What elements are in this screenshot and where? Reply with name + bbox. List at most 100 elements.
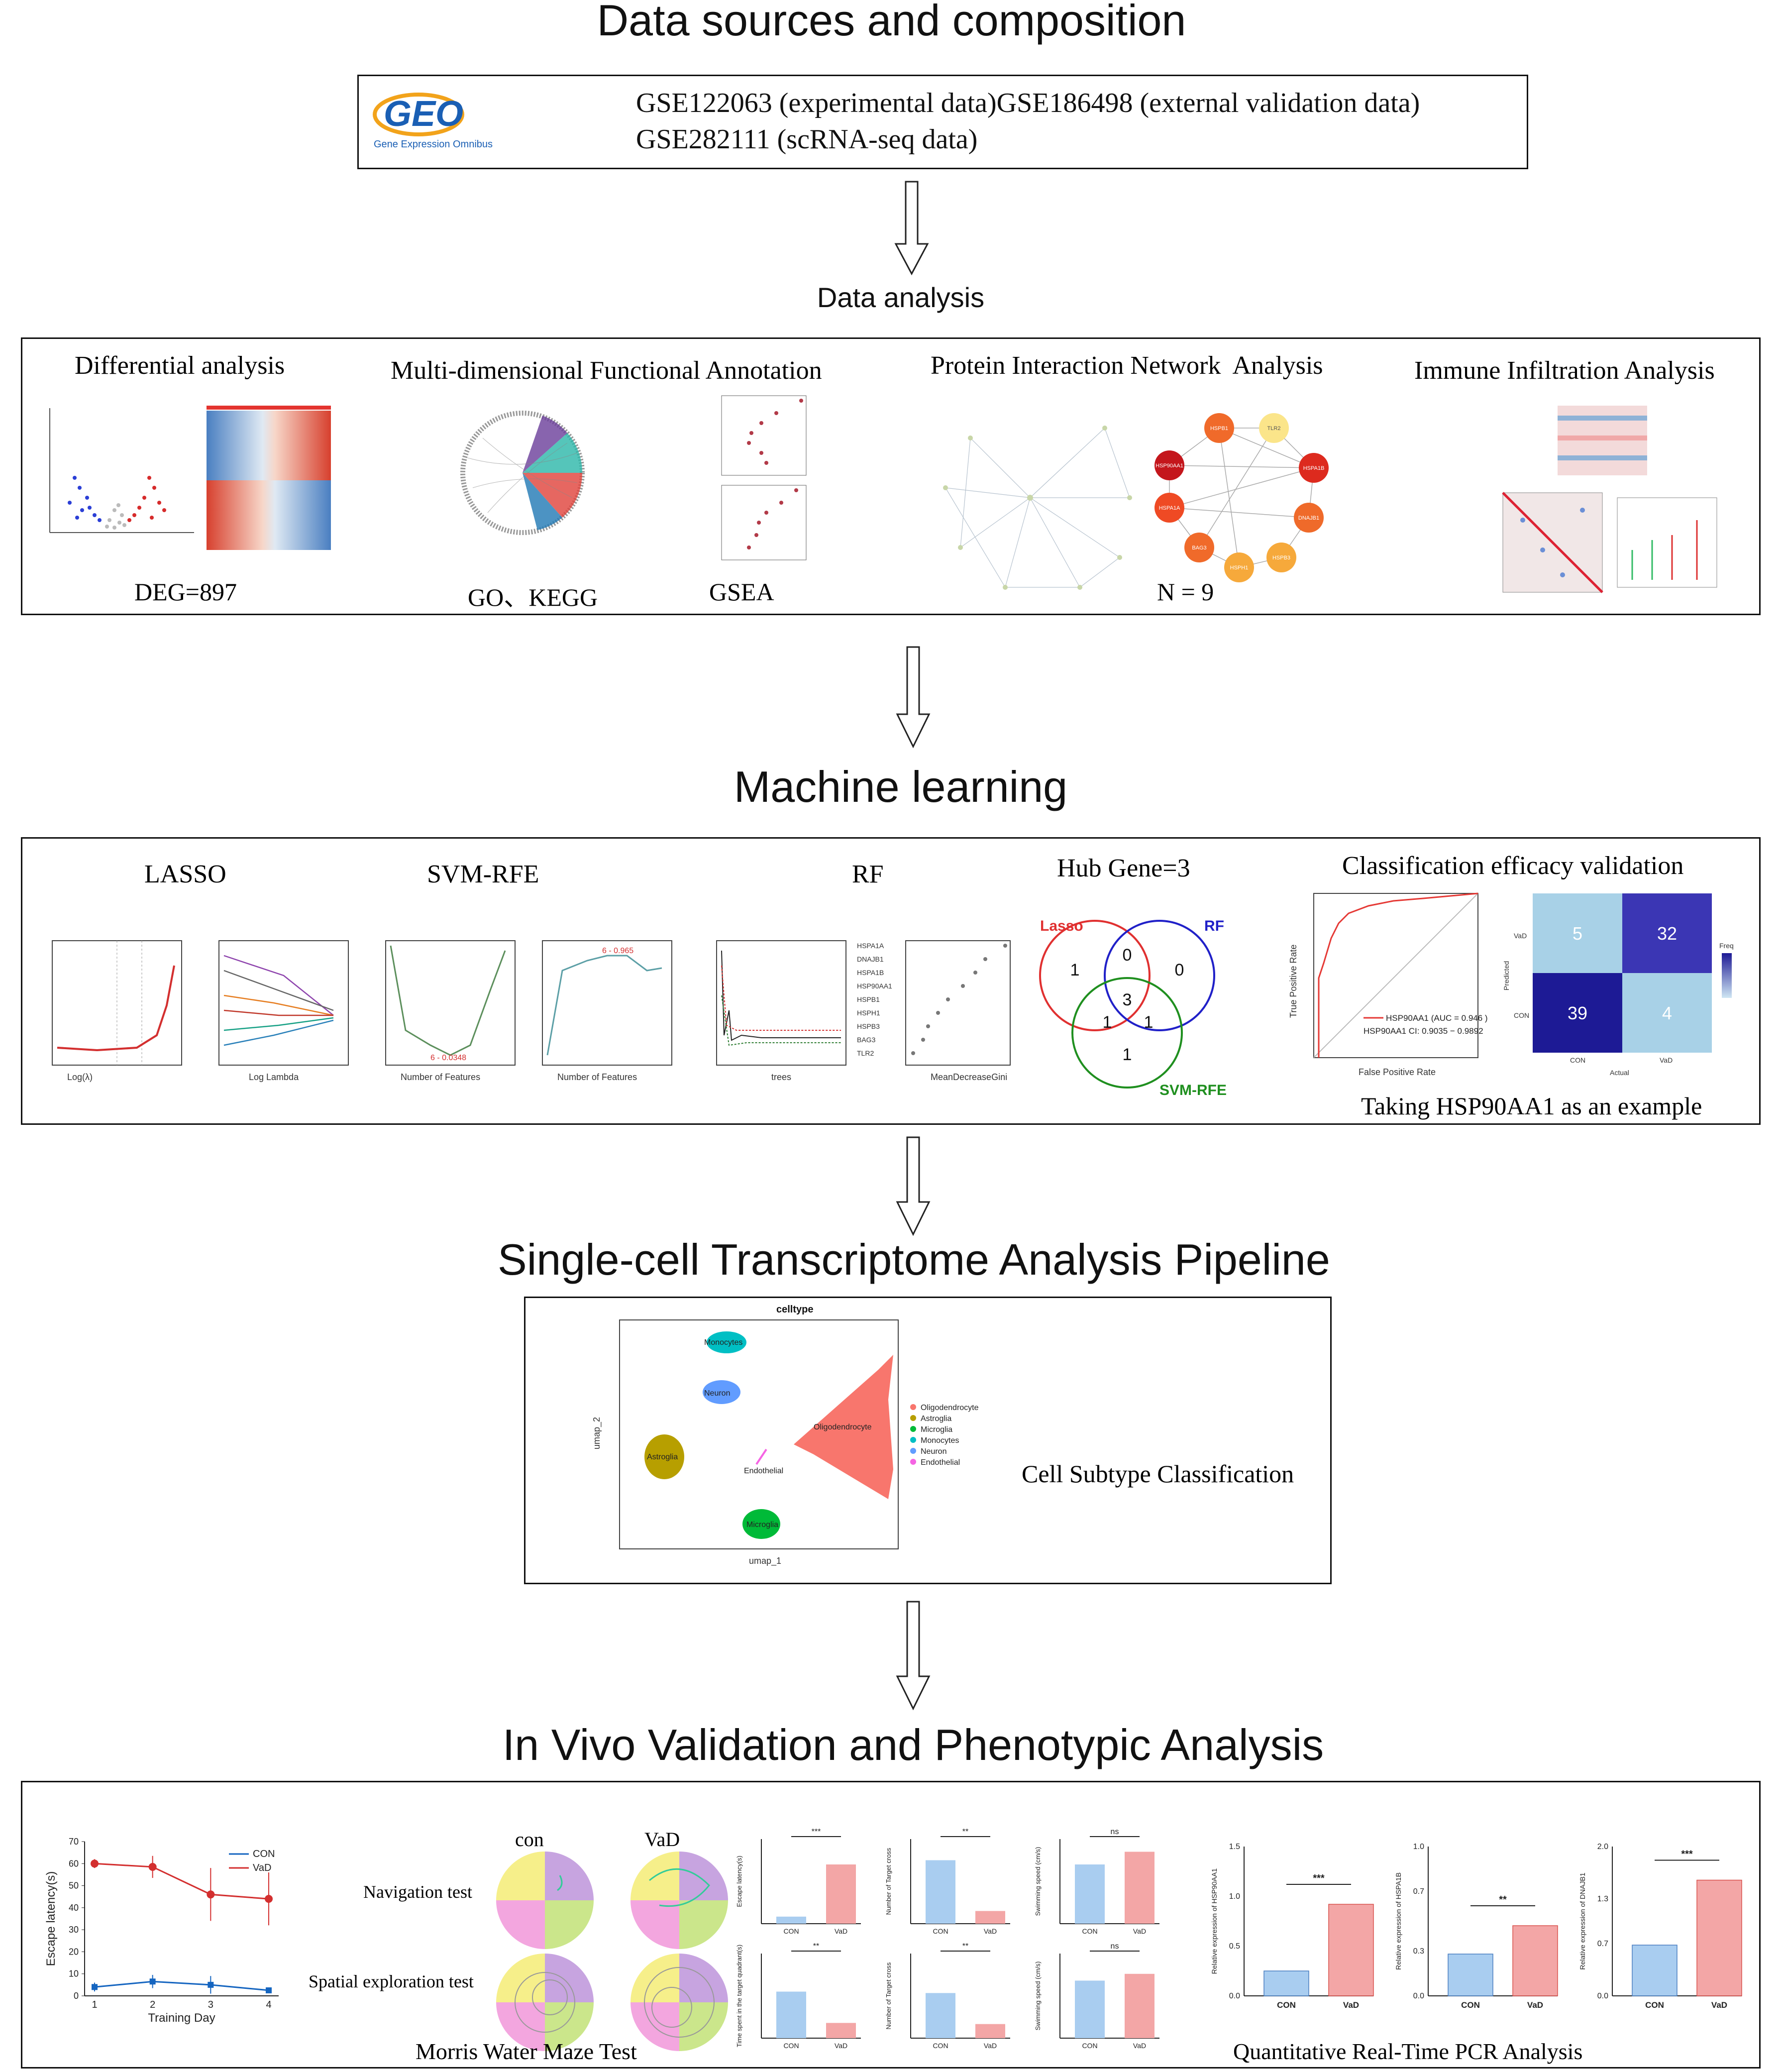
y-tick-label: 0.7 xyxy=(1597,1940,1608,1948)
svg-text:1: 1 xyxy=(1123,1045,1132,1064)
x-tick-label: VaD xyxy=(1527,2000,1543,2010)
svg-text:BAG3: BAG3 xyxy=(857,1036,876,1044)
immune-heatmap xyxy=(1502,406,1717,593)
svm-error-plot: 6 - 0.0348 Number of Features xyxy=(385,940,516,1082)
svg-text:4: 4 xyxy=(1662,1003,1672,1023)
significance-label: ** xyxy=(962,1828,968,1836)
rf-title: RF xyxy=(852,860,884,888)
svg-text:celltype: celltype xyxy=(776,1304,813,1315)
lasso-title: LASSO xyxy=(144,860,226,888)
y-tick-label: 1.5 xyxy=(1229,1843,1240,1851)
x-tick-label: VaD xyxy=(1133,2042,1146,2050)
svg-text:Neuron: Neuron xyxy=(921,1447,946,1456)
hub-network: HSPB1 TLR2 HSPA1B DNAJB1 HSPB3 HSPH1 BAG… xyxy=(1154,413,1329,582)
bar xyxy=(1696,1879,1742,1996)
confusion-matrix: 5 32 39 4 VaD CON CON VaD Actual Predict… xyxy=(1503,893,1734,1077)
svg-text:Endothelial: Endothelial xyxy=(744,1467,783,1475)
bar xyxy=(1512,1925,1558,1996)
svg-text:32: 32 xyxy=(1657,923,1677,944)
bar xyxy=(926,1993,955,2038)
differential-title: Differential analysis xyxy=(75,351,285,380)
svg-text:CON: CON xyxy=(1514,1011,1529,1019)
qpcr-caption: Quantitative Real-Time PCR Analysis xyxy=(1233,2039,1583,2064)
behavior-bars: Escape latency(s) CON VaD *** Number of Targ… xyxy=(735,1828,1159,2050)
svg-text:Microglia: Microglia xyxy=(746,1521,778,1529)
svg-text:1: 1 xyxy=(1103,1013,1112,1032)
svg-text:Predicted: Predicted xyxy=(1503,961,1510,990)
bar xyxy=(975,1911,1005,1924)
svg-text:umap_1: umap_1 xyxy=(749,1556,781,1566)
x-tick-label: CON xyxy=(1277,2000,1296,2010)
geo-logo-graphic: GEO Gene Expression Omnibus xyxy=(373,93,493,150)
y-axis-label: Swimming speed (cm/s) xyxy=(1034,1847,1042,1916)
single-cell-title: Single-cell Transcriptome Analysis Pipel… xyxy=(498,1235,1330,1284)
validation-caption: Taking HSP90AA1 as an example xyxy=(1361,1092,1702,1120)
lasso-coef-plot: Log Lambda xyxy=(218,940,349,1082)
data-point xyxy=(91,1859,99,1868)
svg-text:HSP90AA1 CI: 0.9035 − 0.9892: HSP90AA1 CI: 0.9035 − 0.9892 xyxy=(1363,1026,1483,1036)
data-analysis-label: Data analysis xyxy=(817,282,985,313)
svg-text:TLR2: TLR2 xyxy=(857,1049,874,1057)
svg-text:HSP90AA1: HSP90AA1 xyxy=(857,982,892,990)
y-axis-label: Number of Target cross xyxy=(885,1848,892,1915)
significance-label: ** xyxy=(1499,1894,1507,1905)
svg-text:SVM-RFE: SVM-RFE xyxy=(1159,1082,1227,1098)
deg-count: DEG=897 xyxy=(134,578,237,606)
x-tick-label: CON xyxy=(933,1927,948,1935)
svg-text:RF: RF xyxy=(1204,918,1224,934)
svg-text:Log Lambda: Log Lambda xyxy=(249,1072,299,1082)
y-tick-label: 0.7 xyxy=(1413,1887,1424,1896)
lasso-cv-plot: Log(λ) xyxy=(52,940,182,1082)
y-tick-label: 60 xyxy=(69,1858,79,1868)
significance-label: *** xyxy=(812,1828,821,1836)
significance-label: ns xyxy=(1111,1942,1119,1951)
svg-text:HSPH1: HSPH1 xyxy=(857,1009,880,1017)
legend-label: CON xyxy=(253,1849,275,1859)
down-arrow-icon xyxy=(896,1601,931,1711)
x-tick-label: VaD xyxy=(835,2042,847,2050)
svg-text:CON: CON xyxy=(1570,1056,1585,1064)
data-point xyxy=(207,1890,215,1899)
x-axis-label: Training Day xyxy=(148,2011,215,2025)
svg-text:0: 0 xyxy=(1123,946,1132,965)
svg-text:HSPA1A: HSPA1A xyxy=(1159,505,1180,511)
y-axis-label: Escape latency(s) xyxy=(735,1855,743,1907)
y-tick-label: 1.3 xyxy=(1597,1895,1608,1903)
down-arrow-icon xyxy=(896,1136,931,1236)
y-tick-label: 1.0 xyxy=(1413,1843,1424,1851)
bar xyxy=(776,1916,806,1924)
svg-text:1: 1 xyxy=(1144,1013,1154,1032)
in-vivo-box xyxy=(21,1781,1761,2069)
svg-text:Astroglia: Astroglia xyxy=(921,1415,951,1423)
x-tick-label: VaD xyxy=(835,1927,847,1935)
svg-text:HSPB3: HSPB3 xyxy=(857,1022,880,1030)
y-tick-label: 0 xyxy=(74,1991,79,2001)
maze-caption: Morris Water Maze Test xyxy=(416,2039,637,2064)
data-point xyxy=(208,1981,214,1988)
maze-vad-label: VaD xyxy=(644,1828,680,1851)
in-vivo-title: In Vivo Validation and Phenotypic Analys… xyxy=(502,1720,1324,1769)
svg-text:6 - 0.965: 6 - 0.965 xyxy=(602,947,633,955)
page-title: Data sources and composition xyxy=(597,0,1186,45)
gsea-label: GSEA xyxy=(709,578,774,606)
svg-text:VaD: VaD xyxy=(1514,932,1527,940)
data-sources-box: GEO Gene Expression Omnibus GSE122063 (e… xyxy=(357,75,1528,169)
svg-text:VaD: VaD xyxy=(1660,1056,1673,1064)
y-axis-label: Time spent in the target quadrant(s) xyxy=(735,1945,743,2047)
svg-text:Log(λ): Log(λ) xyxy=(67,1072,93,1082)
down-arrow-icon xyxy=(894,181,929,276)
svg-text:Number of Features: Number of Features xyxy=(557,1072,637,1082)
x-tick-label: 1 xyxy=(92,1999,97,2010)
svg-text:True Positive Rate: True Positive Rate xyxy=(1288,945,1298,1018)
svg-text:DNAJB1: DNAJB1 xyxy=(1298,515,1319,521)
svg-text:GEO: GEO xyxy=(384,94,463,134)
bar xyxy=(1328,1904,1374,1996)
spatial-test-label: Spatial exploration test xyxy=(309,1971,474,1991)
immune-title: Immune Infiltration Analysis xyxy=(1414,356,1715,385)
svg-text:0: 0 xyxy=(1175,961,1184,980)
navigation-test-label: Navigation test xyxy=(363,1882,472,1902)
svg-text:Number of Features: Number of Features xyxy=(401,1072,480,1082)
svm-accuracy-plot: 6 - 0.965 Number of Features xyxy=(542,940,672,1082)
x-tick-label: CON xyxy=(1082,2042,1097,2050)
significance-label: ** xyxy=(962,1942,968,1951)
